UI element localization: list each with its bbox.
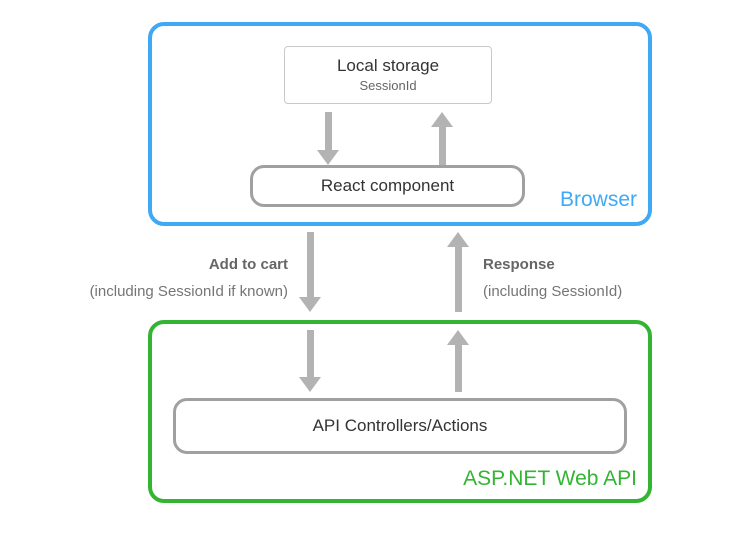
- arrow-shaft: [306, 232, 314, 299]
- webapi-group-label: ASP.NET Web API: [463, 467, 637, 490]
- request-edge-detail: (including SessionId if known): [89, 283, 288, 300]
- api-controllers-title: API Controllers/Actions: [312, 416, 488, 435]
- response-edge-title: Response: [483, 256, 555, 273]
- arrow-up-head: [431, 112, 453, 127]
- arrow-request-to-controllers: [299, 330, 321, 392]
- arrow-up-head: [447, 232, 469, 247]
- local-storage-node: Local storage SessionId: [284, 46, 492, 104]
- arrow-shaft: [324, 112, 332, 152]
- arrow-controllers-to-response: [447, 330, 469, 392]
- local-storage-title: Local storage: [336, 56, 440, 75]
- response-edge-label: Response (including SessionId): [483, 251, 733, 305]
- arrow-down-head: [299, 377, 321, 392]
- request-edge-title: Add to cart: [208, 256, 288, 273]
- browser-group-label: Browser: [559, 188, 637, 211]
- request-edge-label: Add to cart (including SessionId if know…: [40, 251, 288, 305]
- arrow-up-head: [447, 330, 469, 345]
- react-component-node: React component: [250, 165, 525, 207]
- arrow-react-to-localstorage: [431, 112, 453, 165]
- arrow-localstorage-to-react: [317, 112, 339, 165]
- arrow-down-head: [299, 297, 321, 312]
- response-edge-detail: (including SessionId): [483, 283, 623, 300]
- arrow-shaft: [454, 343, 462, 392]
- local-storage-sessionid-value: SessionId: [359, 78, 417, 93]
- api-controllers-node: API Controllers/Actions: [173, 398, 627, 454]
- react-component-title: React component: [320, 176, 455, 195]
- arrow-shaft: [454, 245, 462, 312]
- arrow-browser-to-webapi-request: [299, 232, 321, 312]
- arrow-webapi-to-browser-response: [447, 232, 469, 312]
- webapi-group-container: [148, 320, 652, 503]
- arrow-down-head: [317, 150, 339, 165]
- arrow-shaft: [438, 125, 446, 165]
- arrow-shaft: [306, 330, 314, 379]
- browser-group-container: [148, 22, 652, 226]
